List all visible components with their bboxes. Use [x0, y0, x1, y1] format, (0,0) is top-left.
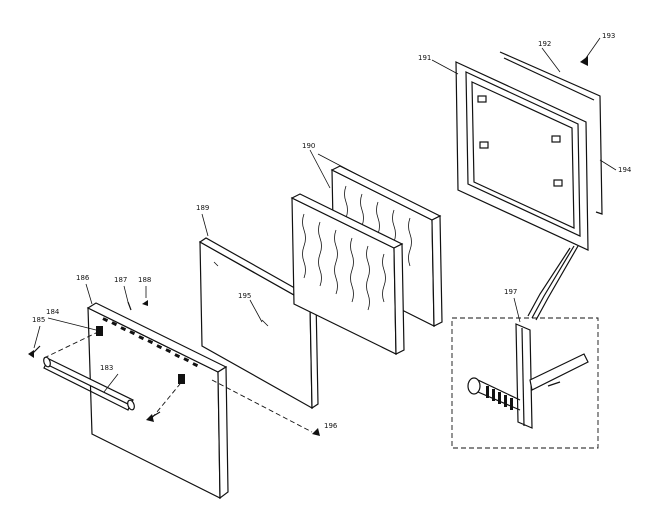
label-193: 193 [602, 32, 615, 40]
label-185: 185 [32, 316, 45, 324]
handle-align-line-right [151, 383, 181, 419]
fastener-align-line [211, 379, 313, 433]
label-196: 196 [324, 422, 338, 430]
label-190: 190 [302, 142, 315, 150]
label-186: 186 [76, 274, 90, 282]
door-gasket [499, 51, 603, 215]
label-188: 188 [138, 276, 151, 284]
screw-188 [142, 300, 148, 306]
screw-193 [580, 56, 588, 66]
door-handle [43, 356, 135, 411]
fastener-196 [312, 428, 320, 436]
label-187: 187 [114, 276, 127, 284]
label-189: 189 [196, 204, 209, 212]
inner-door-frame [455, 61, 589, 251]
insulation-front [290, 193, 405, 355]
label-183: 183 [100, 364, 113, 372]
wire-bundle [527, 245, 579, 321]
label-197: 197 [504, 288, 517, 296]
screw-187 [127, 301, 132, 311]
leader-lines [33, 37, 617, 393]
hinge-detail-box [451, 317, 599, 449]
glass-panel [198, 237, 319, 410]
label-195: 195 [238, 292, 251, 300]
handle-bracket-left [96, 326, 103, 336]
label-184: 184 [46, 308, 60, 316]
label-192: 192 [538, 40, 551, 48]
screw-left [28, 345, 41, 358]
handle-bracket-right [178, 374, 185, 384]
label-191: 191 [418, 54, 431, 62]
outer-door-panel [86, 302, 229, 500]
handle-align-line-left [43, 331, 99, 359]
screw-right [146, 411, 161, 422]
label-194: 194 [618, 166, 632, 174]
